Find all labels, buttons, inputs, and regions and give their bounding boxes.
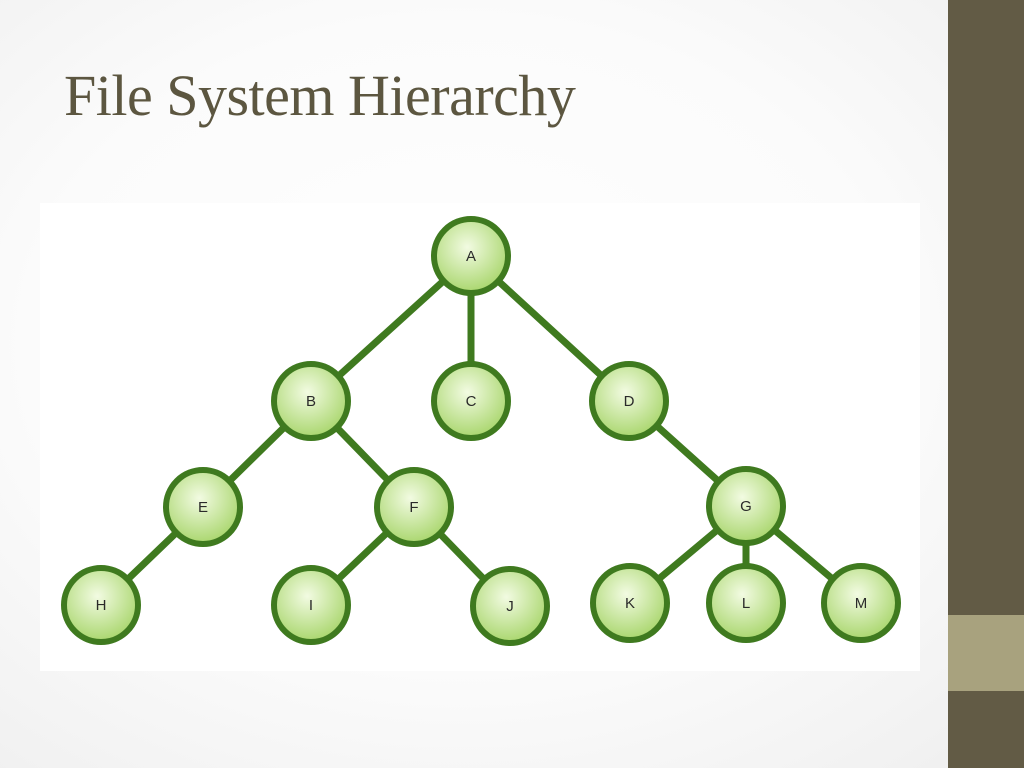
node-circle bbox=[271, 565, 351, 645]
node-label: I bbox=[309, 597, 313, 614]
node-label: J bbox=[506, 598, 514, 615]
node-circle bbox=[61, 565, 141, 645]
node-circle bbox=[590, 563, 670, 643]
node-label: K bbox=[625, 595, 635, 612]
node-circle bbox=[706, 563, 786, 643]
node-m: M bbox=[821, 563, 901, 643]
node-circle bbox=[821, 563, 901, 643]
node-circle bbox=[431, 361, 511, 441]
node-label: L bbox=[742, 595, 750, 612]
node-label: A bbox=[466, 248, 476, 265]
node-j: J bbox=[470, 566, 550, 646]
node-label: G bbox=[740, 498, 752, 515]
node-label: C bbox=[466, 393, 477, 410]
node-circle bbox=[470, 566, 550, 646]
nodes-layer: A B C D E F G H I J K L M bbox=[61, 216, 901, 646]
tree-diagram: A B C D E F G H I J K L M bbox=[40, 203, 920, 671]
node-f: F bbox=[374, 467, 454, 547]
node-label: F bbox=[409, 499, 418, 516]
node-k: K bbox=[590, 563, 670, 643]
node-label: D bbox=[624, 393, 635, 410]
node-a: A bbox=[431, 216, 511, 296]
node-i: I bbox=[271, 565, 351, 645]
slide-title: File System Hierarchy bbox=[64, 63, 576, 128]
node-b: B bbox=[271, 361, 351, 441]
tree-diagram-svg: A B C D E F G H I J K L M bbox=[61, 216, 901, 646]
node-c: C bbox=[431, 361, 511, 441]
node-circle bbox=[374, 467, 454, 547]
node-e: E bbox=[163, 467, 243, 547]
node-circle bbox=[163, 467, 243, 547]
node-circle bbox=[706, 466, 786, 546]
node-label: M bbox=[855, 595, 868, 612]
node-circle bbox=[431, 216, 511, 296]
node-circle bbox=[589, 361, 669, 441]
node-label: E bbox=[198, 499, 208, 516]
node-l: L bbox=[706, 563, 786, 643]
node-h: H bbox=[61, 565, 141, 645]
node-d: D bbox=[589, 361, 669, 441]
node-circle bbox=[271, 361, 351, 441]
node-g: G bbox=[706, 466, 786, 546]
node-label: B bbox=[306, 393, 316, 410]
node-label: H bbox=[96, 597, 107, 614]
theme-side-accent bbox=[948, 615, 1024, 691]
